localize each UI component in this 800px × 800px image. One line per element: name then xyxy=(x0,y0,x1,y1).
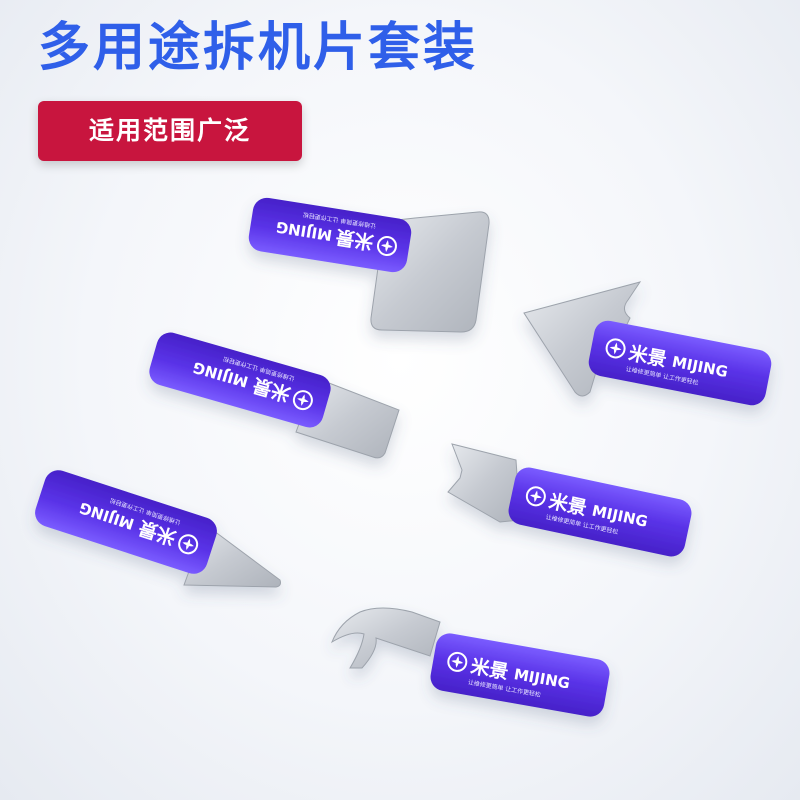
tool-2-handle xyxy=(588,320,772,406)
tool-4-handle xyxy=(508,467,692,557)
tool-1-handle xyxy=(248,197,412,273)
page-title: 多用途拆机片套装 xyxy=(38,18,479,78)
pry-tool-flat-blade: 米景 MIJING 让维修更简单 让工作更轻松 xyxy=(149,332,400,459)
pry-tool-t-blade: 米景 MIJING 让维修更简单 让工作更轻松 xyxy=(248,197,490,333)
tool-6-handle xyxy=(430,633,610,717)
pry-tool-hook-blade: 米景 MIJING 让维修更简单 让工作更轻松 xyxy=(330,607,610,717)
tool-3-handle xyxy=(149,332,331,428)
feature-badge-label: 适用范围广泛 xyxy=(88,116,251,145)
tool-6-blade xyxy=(330,607,441,669)
pry-tool-knife-blade: 米景 MIJING 让维修更简单 让工作更轻松 xyxy=(447,443,692,557)
pry-tool-triangle-blade: 米景 MIJING 让维修更简单 让工作更轻松 xyxy=(523,281,772,406)
tool-5-handle xyxy=(35,470,217,574)
pry-tool-pointed-blade: 米景 MIJING 让维修更简单 让工作更轻松 xyxy=(35,470,281,588)
feature-badge: 适用范围广泛 xyxy=(38,101,302,161)
